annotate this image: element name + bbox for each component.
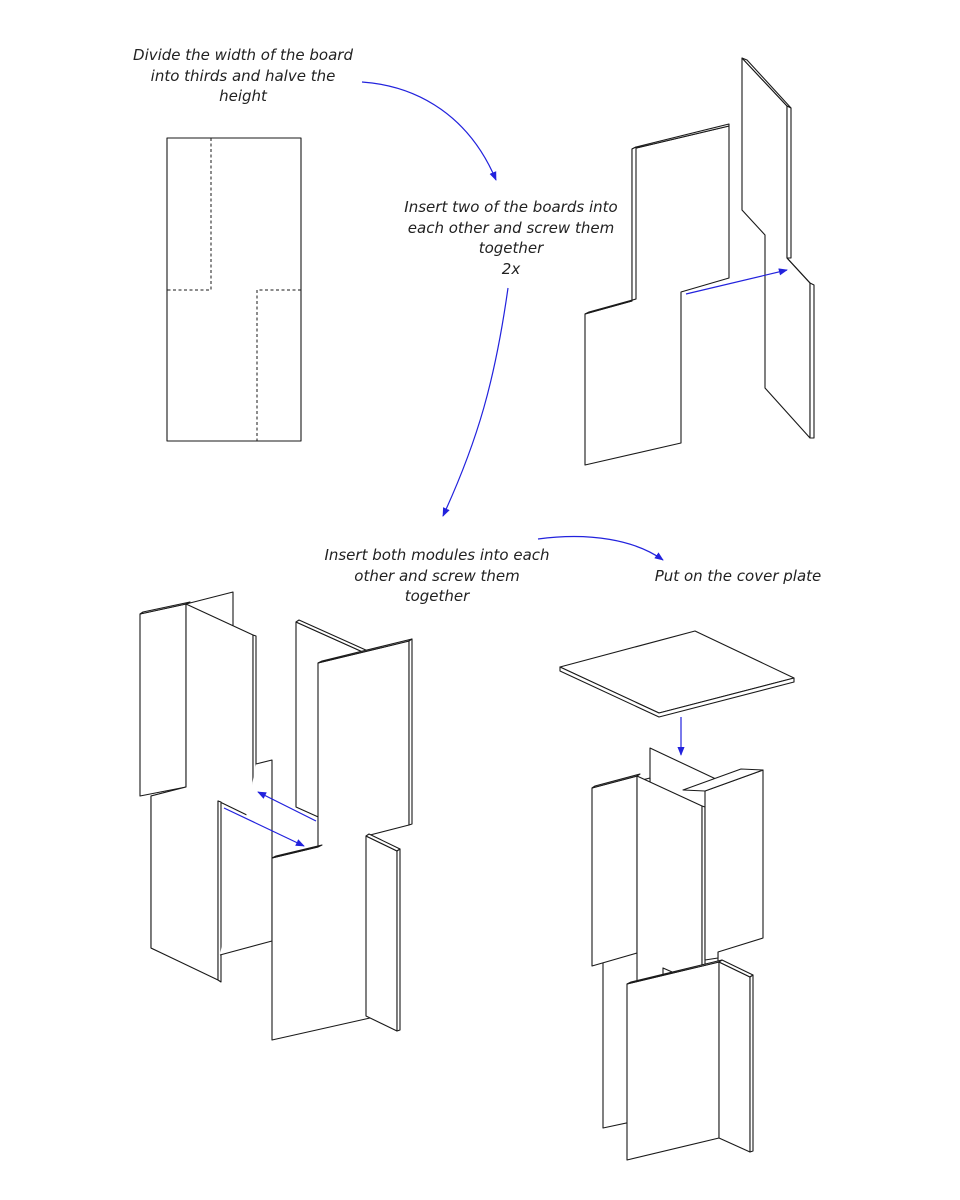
board-outline — [166, 137, 302, 442]
cut-line-bottom — [256, 289, 301, 441]
flow-arrow-step3-to-step4 — [537, 535, 664, 561]
caption-line: other and screw them — [354, 566, 520, 585]
caption-line: height — [219, 87, 267, 105]
column-lower-wing — [718, 961, 751, 1153]
caption-line: into thirds and halve the — [150, 66, 336, 85]
caption-line: Insert both modules into each — [324, 546, 550, 564]
cover-plate — [559, 630, 795, 714]
insert-arrow-right — [223, 807, 305, 847]
caption-line: together — [478, 239, 544, 257]
flow-arrow-step2-to-step3 — [442, 287, 509, 517]
caption-line: together — [404, 587, 470, 605]
insert-arrow-left — [257, 791, 317, 822]
side-board-lower-edge — [809, 282, 815, 439]
side-board-notch — [786, 257, 811, 284]
left-module-wing — [139, 603, 187, 797]
left-module-inner-board — [219, 759, 273, 956]
insert-arrow — [685, 268, 788, 295]
right-module-wing-edge — [396, 848, 401, 1032]
left-module-wing-top — [139, 601, 191, 615]
assembled-column — [559, 630, 795, 1161]
right-module-step-edge — [271, 844, 323, 859]
column-left-wing — [591, 775, 638, 967]
column-lower-front-board — [626, 961, 720, 1161]
caption-line: each other and screw them — [407, 218, 615, 237]
column-right-board — [704, 769, 764, 961]
front-board — [584, 125, 730, 466]
column-top-edge — [682, 768, 764, 792]
left-module-lower-edge — [217, 800, 222, 983]
cover-plate-edge — [559, 666, 795, 718]
two-modules — [139, 591, 413, 1041]
caption-repeat-count: 2x — [501, 259, 521, 278]
side-board-side-edge — [786, 105, 792, 259]
column-lower-wing-edge — [749, 974, 754, 1153]
flow-arrow-step1-to-step2 — [361, 81, 497, 181]
caption-insert-two-boards: Insert two of the boards into each other… — [386, 197, 636, 279]
column-left-wing-top — [591, 773, 641, 789]
side-board — [741, 57, 811, 439]
caption-line: Put on the cover plate — [654, 567, 822, 585]
board-pair — [584, 57, 815, 466]
caption-insert-modules: Insert both modules into each other and … — [312, 545, 562, 607]
front-board-step-edge — [584, 146, 637, 315]
cut-line-top — [167, 138, 212, 291]
right-module-wing — [365, 835, 398, 1032]
right-module-main-edge — [408, 638, 413, 826]
caption-divide-board: Divide the width of the board into third… — [118, 45, 368, 107]
caption-cover-plate: Put on the cover plate — [628, 566, 848, 587]
flat-board — [166, 137, 302, 442]
caption-line: Insert two of the boards into — [404, 198, 618, 216]
caption-line: Divide the width of the board — [133, 46, 353, 64]
